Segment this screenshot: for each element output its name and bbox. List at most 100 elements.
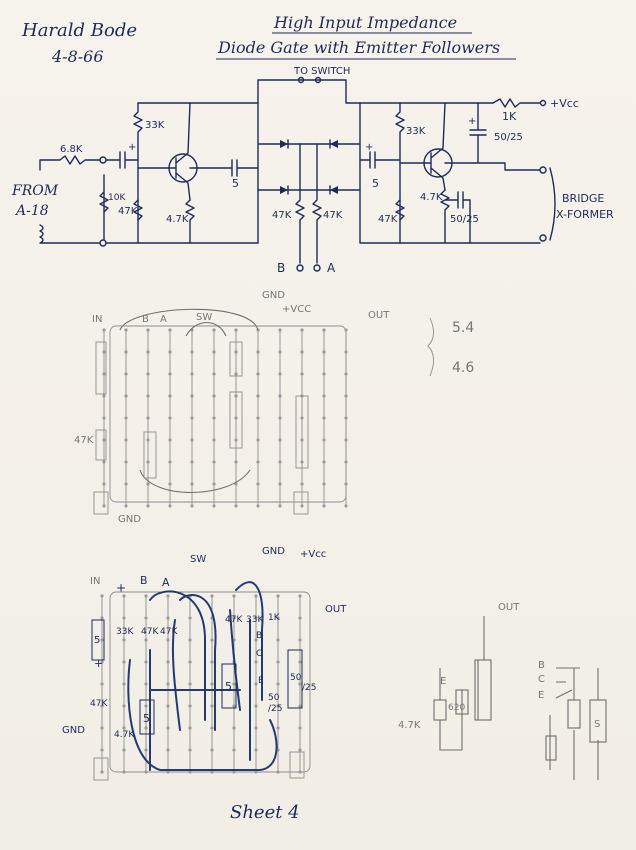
board-hole xyxy=(124,504,128,508)
board-hole xyxy=(146,416,150,420)
gate-resistors xyxy=(295,143,322,264)
board-hole xyxy=(188,616,192,620)
board-hole xyxy=(300,460,304,464)
diode-bars xyxy=(287,139,331,195)
bias-resistor-stack-1 xyxy=(133,102,143,244)
layout1-part-4 xyxy=(229,341,243,377)
board-hole xyxy=(166,660,170,664)
layout1-part-2 xyxy=(95,429,107,461)
board-hole xyxy=(166,726,170,730)
board-hole xyxy=(278,504,282,508)
layout1-note-2: 4.6 xyxy=(452,360,474,376)
pinout-b-label: B xyxy=(538,660,545,671)
layout2-in-label: IN xyxy=(90,576,100,587)
layout1-r-left-label: 47K xyxy=(74,435,94,446)
board-hole xyxy=(232,704,236,708)
board-hole xyxy=(124,350,128,354)
board-hole xyxy=(322,350,326,354)
layout1-b-label: B xyxy=(142,314,149,325)
board-hole xyxy=(166,594,170,598)
board-hole xyxy=(212,350,216,354)
board-hole xyxy=(344,482,348,486)
board-hole xyxy=(344,394,348,398)
board-hole xyxy=(168,482,172,486)
board-hole xyxy=(146,328,150,332)
resistor-1k xyxy=(492,98,541,108)
board-hole xyxy=(232,726,236,730)
board-hole xyxy=(256,372,260,376)
board-hole xyxy=(298,682,302,686)
layout1-gnd-top-label: GND xyxy=(262,290,285,301)
board-hole xyxy=(212,416,216,420)
resistor-47k-1 xyxy=(133,199,143,221)
board-hole xyxy=(144,748,148,752)
input-terminal-bottom xyxy=(99,239,107,247)
board-hole xyxy=(300,350,304,354)
layout2-grid xyxy=(100,594,302,774)
board-hole xyxy=(190,460,194,464)
board-hole xyxy=(254,682,258,686)
input-terminal-top xyxy=(99,156,107,164)
board-hole xyxy=(212,394,216,398)
board-hole xyxy=(322,394,326,398)
board-hole xyxy=(210,638,214,642)
board-hole xyxy=(256,416,260,420)
layout2-r8-label: 4.7K xyxy=(114,730,135,740)
layout2-cap-1 xyxy=(91,619,105,661)
board-hole xyxy=(234,416,238,420)
board-hole xyxy=(344,504,348,508)
supply-capacitor xyxy=(444,102,541,171)
board-hole xyxy=(232,748,236,752)
board-hole xyxy=(254,770,258,774)
schematic: TO SWITCH +Vcc 1K FROM A-18 6.8K + 10K 3… xyxy=(11,66,614,275)
source-coil xyxy=(39,224,101,244)
layout1-vcc-label: +VCC xyxy=(282,304,311,315)
board-hole xyxy=(188,770,192,774)
board-hole xyxy=(166,682,170,686)
layout1-part-1 xyxy=(95,341,107,395)
board-hole xyxy=(122,770,126,774)
layout2-vcc-label: +Vcc xyxy=(300,549,326,560)
detail-resistor-1 xyxy=(433,699,447,721)
board-hole xyxy=(278,416,282,420)
board-hole xyxy=(300,438,304,442)
board-hole xyxy=(146,350,150,354)
board-hole xyxy=(166,770,170,774)
board-hole xyxy=(298,594,302,598)
board-hole xyxy=(278,460,282,464)
vcc-label: +Vcc xyxy=(550,97,579,110)
sheet-label: Sheet 4 xyxy=(230,802,300,823)
layout1-part-8 xyxy=(293,491,309,515)
board-hole xyxy=(256,350,260,354)
c-coupling-1-label: 5 xyxy=(232,177,239,190)
layout1-brace xyxy=(427,317,434,377)
board-hole xyxy=(276,660,280,664)
board-hole xyxy=(168,328,172,332)
board-hole xyxy=(144,660,148,664)
board-hole xyxy=(102,416,106,420)
pinout-part-3 xyxy=(545,735,557,761)
layout2-c5b-label: /25 xyxy=(302,683,316,693)
board-hole xyxy=(144,594,148,598)
layout2-cap-5 xyxy=(287,649,303,709)
board-hole xyxy=(234,394,238,398)
layout2-e-label: E xyxy=(258,676,264,686)
to-switch-label: TO SWITCH xyxy=(293,66,350,77)
transistor-1-leads xyxy=(137,102,191,201)
board-hole xyxy=(300,328,304,332)
coupling-capacitor-2 xyxy=(359,151,401,169)
layout2-c1-label: 5 xyxy=(94,635,100,646)
layout1-out-label: OUT xyxy=(368,310,390,321)
board-hole xyxy=(188,638,192,642)
r-emitter-1-label: 4.7K xyxy=(166,214,189,225)
detail-capacitor xyxy=(474,659,492,721)
layout2-c3-label: 5 xyxy=(225,680,232,693)
layout2-c-label: C xyxy=(256,649,262,659)
board-hole xyxy=(234,372,238,376)
from-label: FROM xyxy=(11,183,59,199)
board-hole xyxy=(212,460,216,464)
board-hole xyxy=(166,704,170,708)
board-hole xyxy=(122,616,126,620)
board-hole xyxy=(276,704,280,708)
